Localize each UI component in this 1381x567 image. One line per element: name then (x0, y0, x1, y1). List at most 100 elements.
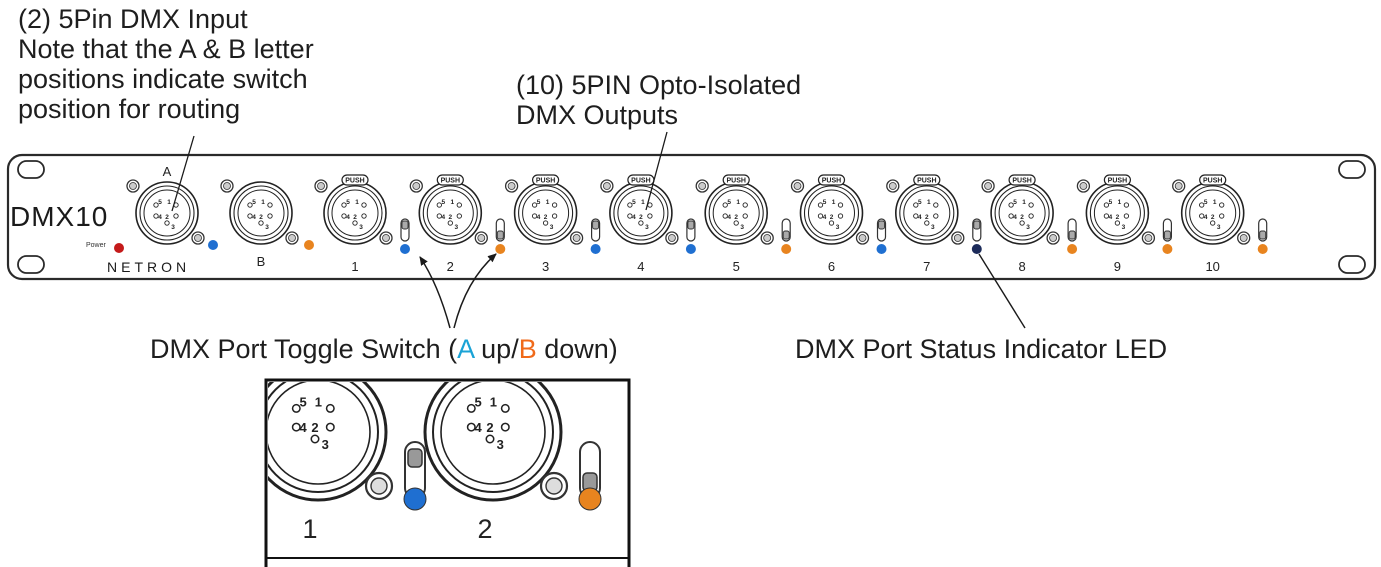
port-status-led (1067, 244, 1078, 254)
port-label: 7 (923, 259, 930, 274)
pin-label: 2 (639, 214, 643, 221)
pin-label: 1 (1213, 199, 1217, 206)
push-label: PUSH (917, 178, 936, 185)
pin-label: 5 (346, 199, 350, 206)
rack-panel (6, 153, 1377, 281)
xlr-face (1189, 189, 1237, 237)
pin-label: 1 (490, 395, 497, 410)
push-label: PUSH (1203, 178, 1222, 185)
outputs-callout-line: DMX Outputs (516, 100, 679, 130)
led-callout: DMX Port Status Indicator LED (795, 334, 1168, 364)
pin-label: 2 (1116, 214, 1120, 221)
pin-label: 4 (1109, 214, 1113, 221)
pin-label: 5 (1109, 199, 1113, 206)
mount-screw-head (793, 182, 802, 190)
toggle-switch-lever (782, 230, 790, 240)
pin-label: 1 (167, 199, 171, 206)
xlr-face (712, 189, 760, 237)
pin-hole (436, 202, 442, 208)
pin-hole (1219, 202, 1225, 208)
pin-label: 5 (632, 199, 636, 206)
input-label: A (163, 164, 172, 179)
push-latch (913, 174, 941, 186)
pin-label: 5 (252, 199, 256, 206)
push-label: PUSH (1108, 178, 1127, 185)
port-label: 9 (1114, 259, 1121, 274)
pin-label: 4 (632, 214, 636, 221)
xlr-face (1093, 189, 1141, 237)
mount-screw-head (288, 234, 296, 242)
pin-hole (722, 202, 728, 208)
pin-label: 5 (474, 395, 481, 410)
rack-ear-hole (1338, 160, 1366, 179)
pin-hole (267, 213, 273, 219)
mount-screw-head (1079, 182, 1088, 190)
port-status-led (876, 244, 887, 254)
pin-hole (722, 213, 728, 219)
pin-label: 1 (355, 199, 359, 206)
brand-logo: NETRON (107, 259, 190, 275)
pin-label: 3 (359, 224, 363, 231)
xlr-face (331, 189, 379, 237)
pin-hole (551, 213, 558, 219)
pin-label: 1 (546, 199, 550, 206)
pin-hole (638, 220, 644, 226)
detail-port-label: 1 (302, 514, 317, 544)
pin-hole (933, 202, 939, 208)
push-label: PUSH (631, 178, 650, 185)
pin-hole (1008, 213, 1014, 219)
input-callout-line: Note that the A & B letter (18, 34, 314, 64)
pin-label: 3 (497, 437, 504, 452)
toggle-callout: DMX Port Toggle Switch (A up/B down) (150, 334, 618, 364)
toggle-switch-lever (687, 220, 695, 230)
pin-label: 4 (823, 214, 827, 221)
mount-screw-head (984, 182, 992, 190)
input-label: B (257, 254, 266, 269)
pin-hole (913, 202, 919, 208)
pin-hole (1123, 213, 1130, 219)
toggle-switch-lever (878, 220, 885, 230)
push-label: PUSH (726, 178, 745, 185)
pin-hole (531, 202, 538, 208)
port-label: 6 (828, 259, 835, 274)
toggle-callout-b: B (518, 334, 537, 364)
toggle-switch-lever (973, 220, 981, 230)
detail-mount-screw-head (545, 477, 563, 495)
xlr-face (998, 189, 1046, 237)
pin-hole (352, 220, 358, 226)
mount-screw-head (382, 234, 390, 242)
pin-hole (1028, 202, 1034, 208)
pin-hole (542, 220, 549, 226)
pin-label: 5 (537, 199, 541, 206)
toggle-switch-lever (1259, 230, 1267, 240)
pin-hole (1199, 202, 1205, 208)
input-leader-line (171, 135, 195, 212)
mount-screw-head (763, 234, 772, 242)
pin-hole (924, 220, 930, 226)
pin-hole (1103, 213, 1110, 219)
pin-label: 2 (1211, 214, 1215, 221)
pin-label: 4 (346, 214, 350, 221)
pin-hole (466, 422, 476, 432)
pin-hole (627, 213, 633, 219)
input-callout: (2) 5Pin DMX Input Note that the A & B l… (18, 4, 398, 124)
toggle-callout-a: A (457, 334, 474, 364)
push-label: PUSH (1012, 178, 1031, 185)
port-status-led (1257, 244, 1268, 254)
push-latch (722, 174, 750, 186)
push-latch (341, 174, 369, 186)
pin-hole (456, 202, 462, 208)
pin-label: 3 (1217, 224, 1221, 231)
push-latch (436, 174, 464, 186)
pin-label: 2 (165, 214, 169, 221)
input-callout-line: (2) 5Pin DMX Input (18, 4, 248, 34)
pin-label: 5 (299, 395, 306, 410)
mount-screw-head (1049, 234, 1057, 242)
push-latch (1008, 174, 1036, 186)
pin-label: 3 (454, 224, 458, 231)
detail-toggle-switch-lever (407, 448, 423, 468)
